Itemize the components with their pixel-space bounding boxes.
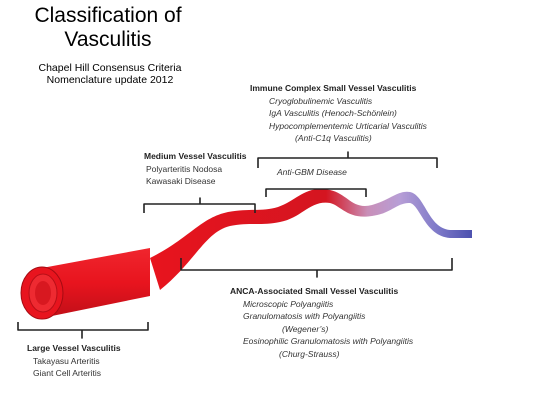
large-vessel-item: Giant Cell Arteritis: [33, 368, 102, 378]
slide-subtitle: Chapel Hill Consensus Criteria Nomenclat…: [20, 62, 200, 86]
anca-item: (Churg-Strauss): [279, 348, 340, 359]
title-line-2: Vasculitis: [64, 28, 152, 51]
anca-item: Granulomatosis with Polyangiitis: [243, 311, 366, 321]
anca-item: (Wegener’s): [282, 323, 329, 334]
subtitle-line-2: Nomenclature update 2012: [46, 74, 174, 86]
aorta-lumen-core: [35, 281, 51, 305]
medium-vessel-bracket: [143, 197, 256, 213]
large-vessel-block: Large Vessel Vasculitis Takayasu Arterit…: [27, 342, 121, 380]
immune-complex-item: Cryoglobulinemic Vasculitis: [269, 95, 373, 106]
medium-vessel-item: Kawasaki Disease: [146, 176, 216, 186]
slide-title: Classification of Vasculitis: [8, 4, 208, 52]
immune-complex-block: Immune Complex Small Vessel Vasculitis C…: [250, 82, 427, 145]
immune-complex-item: (Anti-C1q Vasculitis): [295, 133, 372, 143]
aorta-body: [42, 248, 150, 318]
anca-heading: ANCA-Associated Small Vessel Vasculitis: [230, 286, 399, 296]
immune-complex-heading: Immune Complex Small Vessel Vasculitis: [250, 83, 417, 93]
vessel-branch: [150, 188, 472, 290]
anca-item: Microscopic Polyangiitis: [243, 298, 334, 309]
anca-item: Eosinophilic Granulomatosis with Polyang…: [243, 336, 414, 346]
medium-vessel-block: Medium Vessel Vasculitis Polyarteritis N…: [144, 150, 247, 188]
anca-block: ANCA-Associated Small Vessel Vasculitis …: [230, 285, 413, 360]
immune-complex-item: Hypocomplementemic Urticarial Vasculitis: [269, 120, 427, 131]
anti-gbm-bracket: [265, 188, 367, 197]
large-vessel-heading: Large Vessel Vasculitis: [27, 343, 121, 353]
immune-complex-bracket: [257, 151, 438, 168]
medium-vessel-heading: Medium Vessel Vasculitis: [144, 151, 247, 161]
large-vessel-bracket: [17, 322, 149, 339]
subtitle-line-1: Chapel Hill Consensus Criteria: [38, 62, 182, 74]
anti-gbm-block: Anti-GBM Disease: [277, 166, 347, 179]
anca-bracket: [180, 258, 453, 278]
large-vessel-item: Takayasu Arteritis: [33, 355, 100, 366]
title-line-1: Classification of: [34, 4, 182, 27]
immune-complex-item: IgA Vasculitis (Henoch-Schönlein): [269, 108, 397, 118]
medium-vessel-item: Polyarteritis Nodosa: [146, 163, 223, 174]
anti-gbm-label: Anti-GBM Disease: [277, 167, 347, 177]
